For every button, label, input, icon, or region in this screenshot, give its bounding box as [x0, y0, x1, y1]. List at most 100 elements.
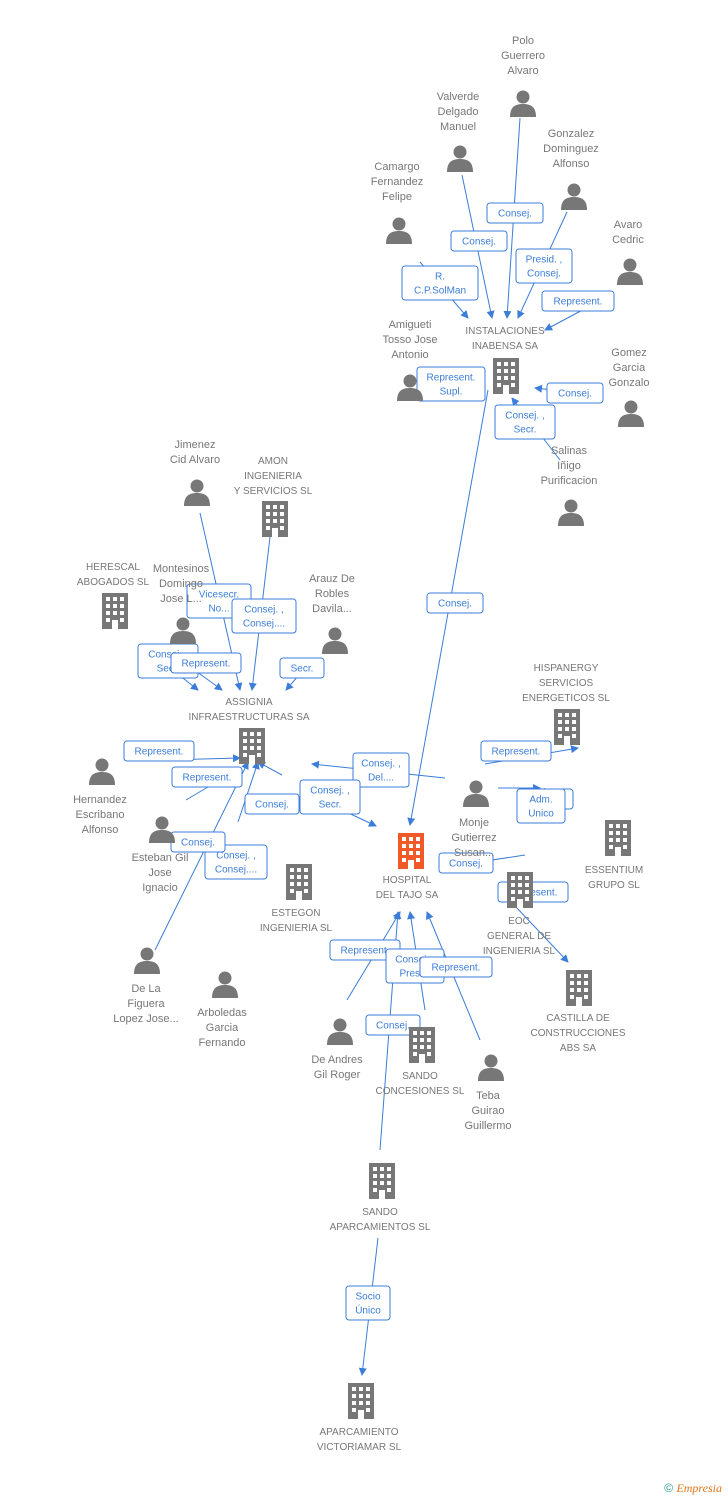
edge-label-box	[480, 740, 552, 762]
footer-brand[interactable]: © Empresia	[664, 1481, 722, 1496]
edge-label-e3[interactable]: Presid. ,Consej.	[515, 248, 573, 284]
node-label: Gutierrez	[451, 832, 496, 844]
edge-label-e11[interactable]: Consej. ,Consej....	[231, 598, 297, 634]
node-essentium[interactable]: ESSENTIUM GRUPO SL	[585, 820, 643, 891]
node-label: Guillermo	[464, 1120, 511, 1132]
edge-label-text: Represent.	[554, 297, 603, 308]
edge-label-e22[interactable]: Adm.Unico	[516, 788, 566, 824]
edge-label-e5[interactable]: Represent.	[541, 290, 615, 312]
edge-label-box	[345, 1285, 391, 1321]
node-label: Teba	[476, 1090, 501, 1102]
node-label: Alfonso	[553, 158, 590, 170]
node-label: Davila...	[312, 603, 352, 615]
edge-label-text: Consej. ,	[505, 411, 544, 422]
node-label: Cid Alvaro	[170, 454, 220, 466]
company-icon	[369, 1163, 395, 1199]
edge-label-e13[interactable]: Represent.	[170, 652, 242, 674]
edge-label-text: Represent.	[341, 946, 390, 957]
edge-label-e7[interactable]: Consej.	[546, 382, 604, 404]
node-label: HERESCAL	[86, 562, 140, 573]
node-label: Alvaro	[507, 65, 538, 77]
edge-label-text: Consej.	[449, 859, 483, 870]
edge-label-e1[interactable]: Consej.	[486, 202, 544, 224]
edge-label-e4[interactable]: R.C.P.SolMan	[401, 265, 479, 301]
edge-label-e20[interactable]: Represent.	[480, 740, 552, 762]
nodes-layer: PoloGuerreroAlvaroValverdeDelgadoManuelG…	[73, 35, 649, 1453]
edge-label-text: Adm.	[529, 795, 552, 806]
edge-label-text: Presid.	[399, 969, 430, 980]
edge-label-box	[541, 290, 615, 312]
edge-label-text: Consej.	[255, 800, 289, 811]
edge-label-e2[interactable]: Consej.	[450, 230, 508, 252]
edge-label-e19[interactable]: Consej.	[244, 793, 300, 815]
edge-label-e9[interactable]: Consej.	[426, 592, 484, 614]
person-icon	[386, 217, 412, 244]
edge-label-e8[interactable]: Consej. ,Secr.	[494, 404, 556, 440]
node-label: Robles	[315, 588, 350, 600]
company-icon	[348, 1383, 374, 1419]
edge-label-e16[interactable]: Represent.	[171, 766, 243, 788]
edge-label-e6[interactable]: Represent.Supl.	[416, 366, 486, 402]
node-label: Guirao	[471, 1105, 504, 1117]
edge-label-e15[interactable]: Represent.	[123, 740, 195, 762]
edge-label-text: C.P.SolMan	[414, 286, 466, 297]
node-label: HISPANERGY	[534, 663, 599, 674]
node-label: ABS SA	[560, 1043, 596, 1054]
node-label: De Andres	[311, 1054, 363, 1066]
node-label: VICTORIAMAR SL	[317, 1442, 402, 1453]
edge-label-e17[interactable]: Consej. ,Del....	[352, 752, 410, 788]
edge-label-e25[interactable]: Consej.	[170, 831, 226, 853]
edge-label-text: Consej.	[181, 838, 215, 849]
node-label: Felipe	[382, 191, 412, 203]
edge-label-e30[interactable]: Consej.	[365, 1014, 421, 1036]
edge-label-e29[interactable]: Represent.	[419, 956, 493, 978]
edge-label-text: Consej....	[243, 619, 285, 630]
edge-label-e14[interactable]: Secr.	[279, 657, 325, 679]
node-label: Hernandez	[73, 794, 127, 806]
node-label: ESSENTIUM	[585, 865, 643, 876]
edge-label-e24[interactable]: Consej. ,Consej....	[204, 844, 268, 880]
node-label: Esteban Gil	[132, 852, 189, 864]
edge-label-e23[interactable]: Consej.	[438, 852, 494, 874]
node-monje[interactable]: MonjeGutierrezSusan...	[451, 780, 497, 860]
edge-label-e18[interactable]: Consej. ,Secr.	[299, 779, 361, 815]
edge-label-text: Consej. ,	[148, 650, 187, 661]
node-label: Figuera	[127, 998, 165, 1010]
node-label: GRUPO SL	[588, 880, 640, 891]
node-arauz[interactable]: Arauz DeRoblesDavila...	[309, 573, 355, 654]
node-label: Garcia	[206, 1022, 239, 1034]
node-label: Tosso Jose	[382, 334, 437, 346]
node-label: Gonzalez	[548, 128, 594, 140]
node-label: ASSIGNIA	[225, 697, 273, 708]
